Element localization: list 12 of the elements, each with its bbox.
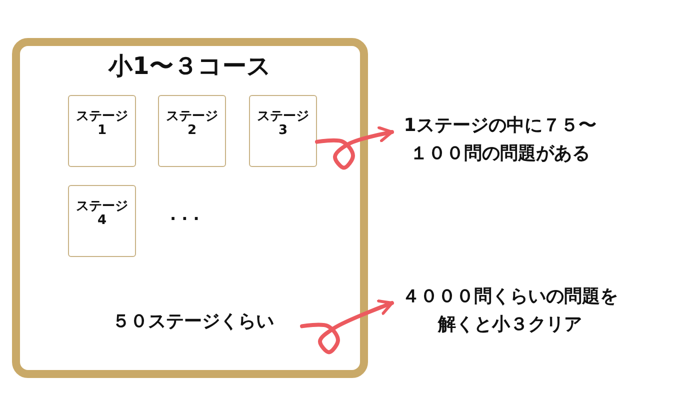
note-text: 1ステージの中に７５〜１００問の問題がある <box>400 112 600 202</box>
curly-arrow <box>300 300 394 354</box>
note-text: ４０００問くらいの問題を解くと小３クリア <box>400 283 620 373</box>
ellipsis-text: . . . <box>170 205 200 224</box>
stage-box: ステージ1 <box>68 95 136 167</box>
course-title: 小1〜３コース <box>107 51 272 82</box>
stage-box: ステージ3 <box>249 95 317 167</box>
course-frame <box>12 38 368 378</box>
note-text: ５０ステージくらい <box>84 308 302 336</box>
curly-arrow <box>315 126 394 170</box>
stage-box: ステージ4 <box>68 185 136 257</box>
stage-box: ステージ2 <box>158 95 226 167</box>
